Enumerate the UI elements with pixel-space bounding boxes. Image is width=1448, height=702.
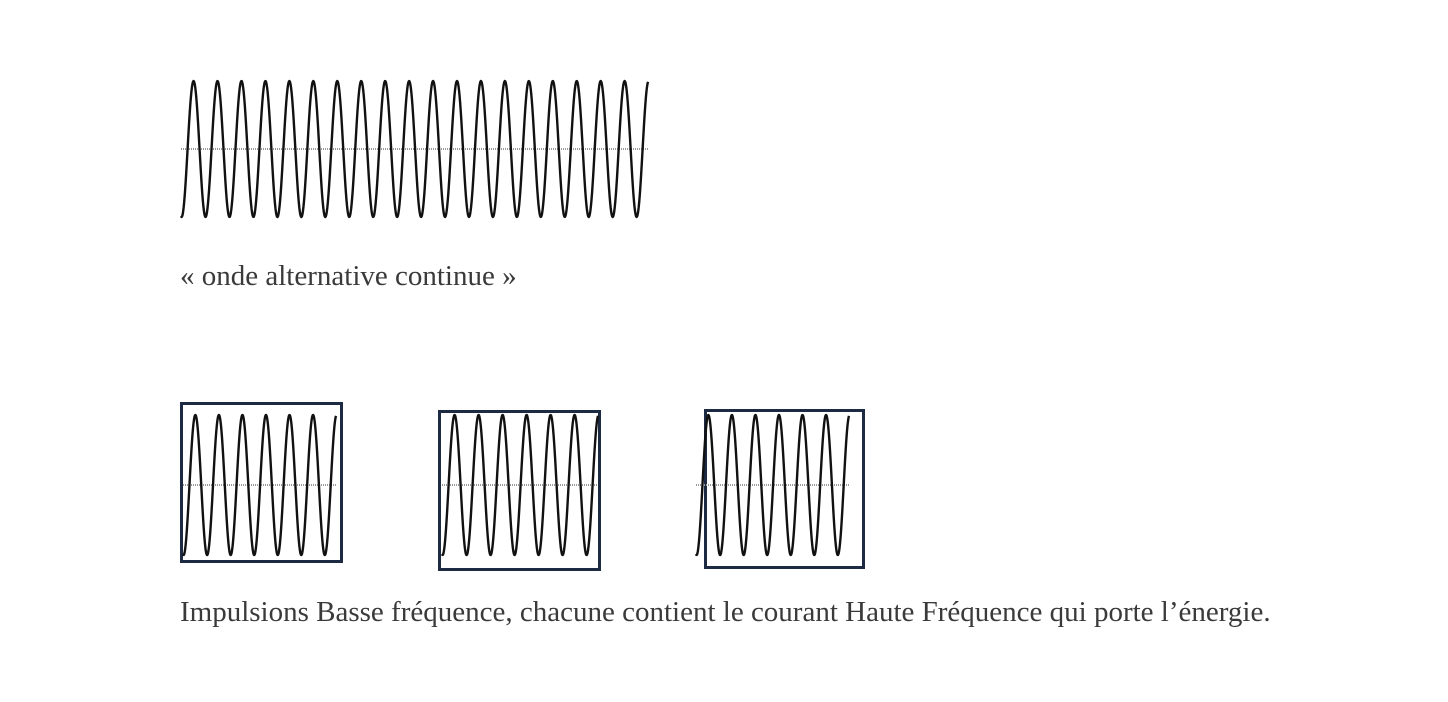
pulse-wave-diagram-1 <box>180 402 343 563</box>
pulses-caption: Impulsions Basse fréquence, chacune cont… <box>180 596 1271 628</box>
pulse-wave-2-sine <box>440 413 600 557</box>
pulse-wave-diagram-2 <box>438 410 601 571</box>
continuous-wave-caption: « onde alternative continue » <box>180 260 517 292</box>
pulse-wave-3-frame <box>704 409 865 569</box>
pulse-wave-1-frame <box>180 402 343 563</box>
pulse-wave-diagram-3 <box>695 409 865 569</box>
continuous-wave-sine <box>180 79 650 219</box>
pulse-wave-2-frame <box>438 410 601 571</box>
pulse-wave-3-sine <box>695 413 851 557</box>
pulse-wave-1-sine <box>181 413 338 557</box>
continuous-wave-diagram <box>180 79 650 219</box>
